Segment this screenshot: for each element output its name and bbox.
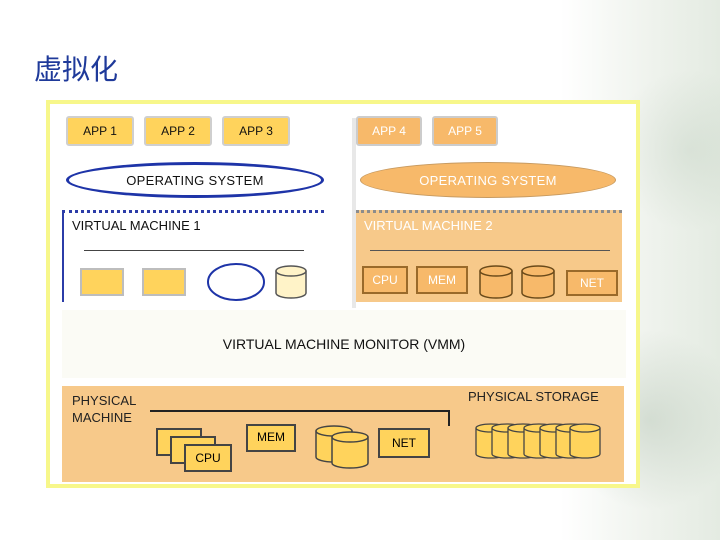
physical-storage-disks-icon — [475, 423, 601, 459]
app-5-label: APP 5 — [448, 124, 482, 138]
app-1-box: APP 1 — [66, 116, 134, 146]
physical-cpu-chip: CPU — [184, 444, 232, 472]
slide-title: 虚拟化 — [34, 53, 119, 86]
os-1-label: OPERATING SYSTEM — [126, 172, 264, 188]
vm-2-mem-label: MEM — [428, 273, 456, 287]
physical-mem-chip: MEM — [246, 424, 296, 452]
physical-net-label: NET — [392, 436, 416, 450]
vm-1-disk-ellipse-icon — [207, 263, 265, 301]
physical-label-line-2: MACHINE — [72, 410, 132, 425]
vm-2-net-label: NET — [580, 276, 604, 290]
vmm-layer: VIRTUAL MACHINE MONITOR (VMM) — [62, 310, 626, 378]
vm-2-cpu-chip: CPU — [362, 266, 408, 294]
vm-2-cpu-label: CPU — [372, 273, 398, 287]
vm-2-bus — [370, 250, 610, 251]
physical-bus — [150, 410, 450, 412]
os-2-label: OPERATING SYSTEM — [419, 172, 557, 188]
storage-link — [448, 410, 450, 426]
physical-mem-label: MEM — [257, 430, 285, 444]
app-3-box: APP 3 — [222, 116, 290, 146]
physical-label-line-1: PHYSICAL — [72, 393, 137, 408]
vm-1-bus — [84, 250, 304, 251]
app-1-label: APP 1 — [83, 124, 117, 138]
app-4-label: APP 4 — [372, 124, 406, 138]
vmm-label: VIRTUAL MACHINE MONITOR (VMM) — [222, 336, 466, 352]
os-1-ellipse: OPERATING SYSTEM — [66, 162, 324, 198]
vm-1-label: VIRTUAL MACHINE 1 — [72, 218, 201, 233]
app-3-label: APP 3 — [239, 124, 273, 138]
app-4-box: APP 4 — [356, 116, 422, 146]
os-2-ellipse: OPERATING SYSTEM — [360, 162, 616, 198]
physical-net-chip: NET — [378, 428, 430, 458]
vm-2-disk-2-icon — [521, 265, 555, 299]
vm-1-cpu-chip — [80, 268, 124, 296]
vm-1-mem-chip — [142, 268, 186, 296]
app-2-label: APP 2 — [161, 124, 195, 138]
app-2-box: APP 2 — [144, 116, 212, 146]
vm-1-disk-icon — [275, 265, 307, 299]
app-5-box: APP 5 — [432, 116, 498, 146]
physical-storage-label: PHYSICAL STORAGE — [468, 389, 599, 404]
physical-cpu-label: CPU — [195, 451, 221, 465]
physical-disk-2-icon — [331, 431, 369, 469]
vm-2-disk-1-icon — [479, 265, 513, 299]
vm-divider — [352, 118, 356, 308]
vm-2-net-chip: NET — [566, 270, 618, 296]
vm-2-mem-chip: MEM — [416, 266, 468, 294]
vm-2-label: VIRTUAL MACHINE 2 — [364, 218, 493, 233]
